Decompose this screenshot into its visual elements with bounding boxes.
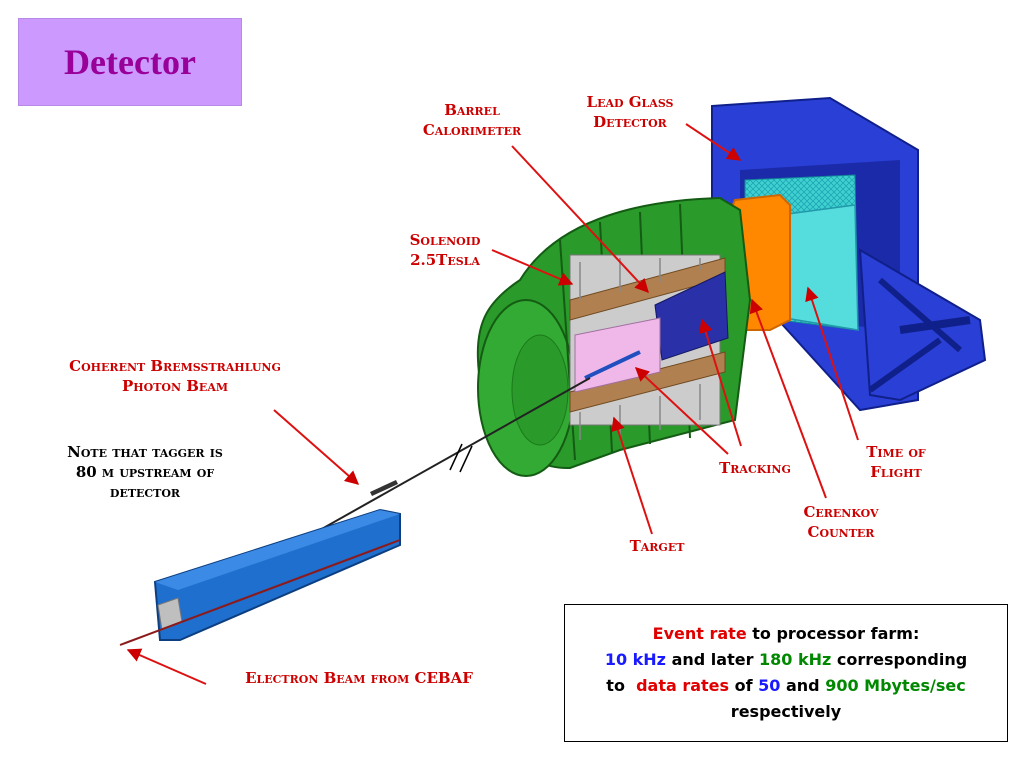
tagger-note: Note that tagger is 80 m upstream of det… [67,443,223,501]
label-time-of-flight: Time of Flight [866,443,926,481]
label-cerenkov-counter: Cerenkov Counter [803,503,879,541]
barrel-interior [569,254,729,440]
label-tracking: Tracking [719,459,791,477]
page-title: Detector [64,42,196,82]
label-solenoid: Solenoid 2.5Tesla [409,231,481,269]
info-line-4: respectively [730,702,842,721]
electron-beamline [119,539,401,646]
label-barrel-calorimeter: Barrel Calorimeter [422,101,522,139]
label-photon-beam: Coherent Bremsstrahlung Photon Beam [69,357,281,395]
label-lead-glass-detector: Lead Glass Detector [586,93,674,131]
label-arrows [126,123,859,685]
event-rate-info-box: Event rate to processor farm: 10 kHz and… [564,604,1008,742]
label-target: Target [629,537,685,555]
title-box: Detector [18,18,242,106]
info-line-3: to data rates of 50 and 900 Mbytes/sec [606,676,966,695]
label-electron-beam: Electron Beam from CEBAF [245,669,473,687]
info-line-2: 10 kHz and later 180 kHz corresponding [604,650,968,669]
time-of-flight-wall [779,204,859,331]
info-line-1: Event rate to processor farm: [652,624,920,643]
tagger-magnet [153,508,401,641]
